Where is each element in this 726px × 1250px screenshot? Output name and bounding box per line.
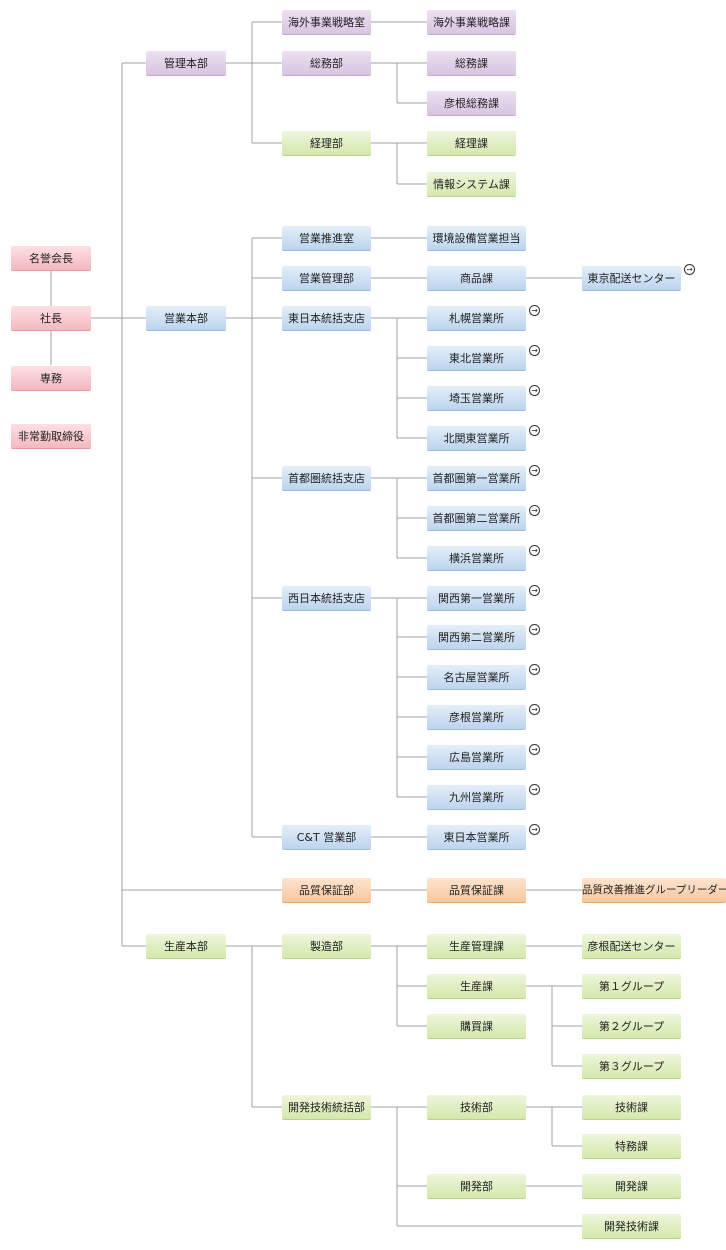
node-senmu: 専務 (11, 366, 91, 391)
node-kanri-honbu: 管理本部 (146, 51, 226, 76)
node-nishi-shiten: 西日本統括支店 (282, 586, 371, 611)
node-kansai1[interactable]: 関西第一営業所 (427, 586, 526, 611)
arrow-circle-icon[interactable]: → (529, 305, 540, 316)
node-kankyo: 環境設備営業担当 (427, 226, 526, 251)
node-hijokin: 非常勤取締役 (11, 424, 91, 449)
node-seisan-kanri: 生産管理課 (427, 934, 526, 959)
node-somubu: 総務部 (282, 51, 371, 76)
node-hinshitsu-leader: 品質改善推進グループリーダー (582, 878, 726, 903)
node-group2: 第２グループ (582, 1014, 681, 1039)
node-sapporo[interactable]: 札幌営業所 (427, 306, 526, 331)
arrow-circle-icon[interactable]: → (529, 385, 540, 396)
node-shuto2[interactable]: 首都圏第二営業所 (427, 506, 526, 531)
arrow-circle-icon[interactable]: → (529, 664, 540, 675)
arrow-circle-icon[interactable]: → (529, 505, 540, 516)
arrow-circle-icon[interactable]: → (529, 624, 540, 635)
node-kaigai-shitsu: 海外事業戦略室 (282, 10, 371, 35)
node-seisanka: 生産課 (427, 974, 526, 999)
node-kyushu[interactable]: 九州営業所 (427, 785, 526, 810)
arrow-circle-icon[interactable]: → (529, 585, 540, 596)
node-hikone-haiso: 彦根配送センター (582, 934, 681, 959)
node-seisan-honbu: 生産本部 (146, 934, 226, 959)
node-ct-eigyo: C&T 営業部 (282, 825, 371, 850)
node-kansai2[interactable]: 関西第二営業所 (427, 625, 526, 650)
arrow-circle-icon[interactable]: → (529, 345, 540, 356)
node-kitakanto[interactable]: 北関東営業所 (427, 426, 526, 451)
node-saitama[interactable]: 埼玉営業所 (427, 386, 526, 411)
node-gijutsuka: 技術課 (582, 1095, 681, 1120)
node-gijutsubu: 技術部 (427, 1095, 526, 1120)
node-yokohama[interactable]: 横浜営業所 (427, 546, 526, 571)
node-tokkyoka: 特務課 (582, 1134, 681, 1159)
arrow-circle-icon[interactable]: → (529, 704, 540, 715)
node-eigyo-kanri: 営業管理部 (282, 266, 371, 291)
node-group3: 第３グループ (582, 1054, 681, 1079)
node-meiyo-kaicho: 名誉会長 (11, 246, 91, 271)
node-keiribu: 経理部 (282, 131, 371, 156)
node-hinshitsu-bu: 品質保証部 (282, 878, 371, 903)
node-kaihatsubu: 開発部 (427, 1174, 526, 1199)
node-konyuka: 購買課 (427, 1014, 526, 1039)
node-kaihatsu-tokatsu: 開発技術統括部 (282, 1095, 371, 1120)
node-eigyo-honbu: 営業本部 (146, 306, 226, 331)
node-eigyo-suishin: 営業推進室 (282, 226, 371, 251)
node-tokyo-haiso[interactable]: 東京配送センター (582, 266, 681, 291)
node-kaihatsu-gijutsuka: 開発技術課 (582, 1214, 681, 1239)
node-nagoya[interactable]: 名古屋営業所 (427, 665, 526, 690)
node-shuto1[interactable]: 首都圏第一営業所 (427, 466, 526, 491)
node-higashi-eigyo[interactable]: 東日本営業所 (427, 825, 526, 850)
node-shacho: 社長 (11, 306, 91, 331)
arrow-circle-icon[interactable]: → (529, 784, 540, 795)
node-hinshitsu-ka: 品質保証課 (427, 878, 526, 903)
node-shuto-shiten: 首都圏統括支店 (282, 466, 371, 491)
arrow-circle-icon[interactable]: → (684, 264, 695, 275)
node-joho-ka: 情報システム課 (427, 172, 516, 197)
node-kaigai-ka: 海外事業戦略課 (427, 10, 516, 35)
arrow-circle-icon[interactable]: → (529, 824, 540, 835)
arrow-circle-icon[interactable]: → (529, 744, 540, 755)
node-tohoku[interactable]: 東北営業所 (427, 346, 526, 371)
node-hikone-eigyo[interactable]: 彦根営業所 (427, 705, 526, 730)
node-kaihatsuka: 開発課 (582, 1174, 681, 1199)
node-seizobu: 製造部 (282, 934, 371, 959)
node-somuka: 総務課 (427, 51, 516, 76)
arrow-circle-icon[interactable]: → (529, 465, 540, 476)
node-group1: 第１グループ (582, 974, 681, 999)
node-higashi-shiten: 東日本統括支店 (282, 306, 371, 331)
node-keirika: 経理課 (427, 131, 516, 156)
node-hikone-somuka: 彦根総務課 (427, 91, 516, 116)
node-shohinka: 商品課 (427, 266, 526, 291)
arrow-circle-icon[interactable]: → (529, 425, 540, 436)
arrow-circle-icon[interactable]: → (529, 545, 540, 556)
node-hiroshima[interactable]: 広島営業所 (427, 745, 526, 770)
